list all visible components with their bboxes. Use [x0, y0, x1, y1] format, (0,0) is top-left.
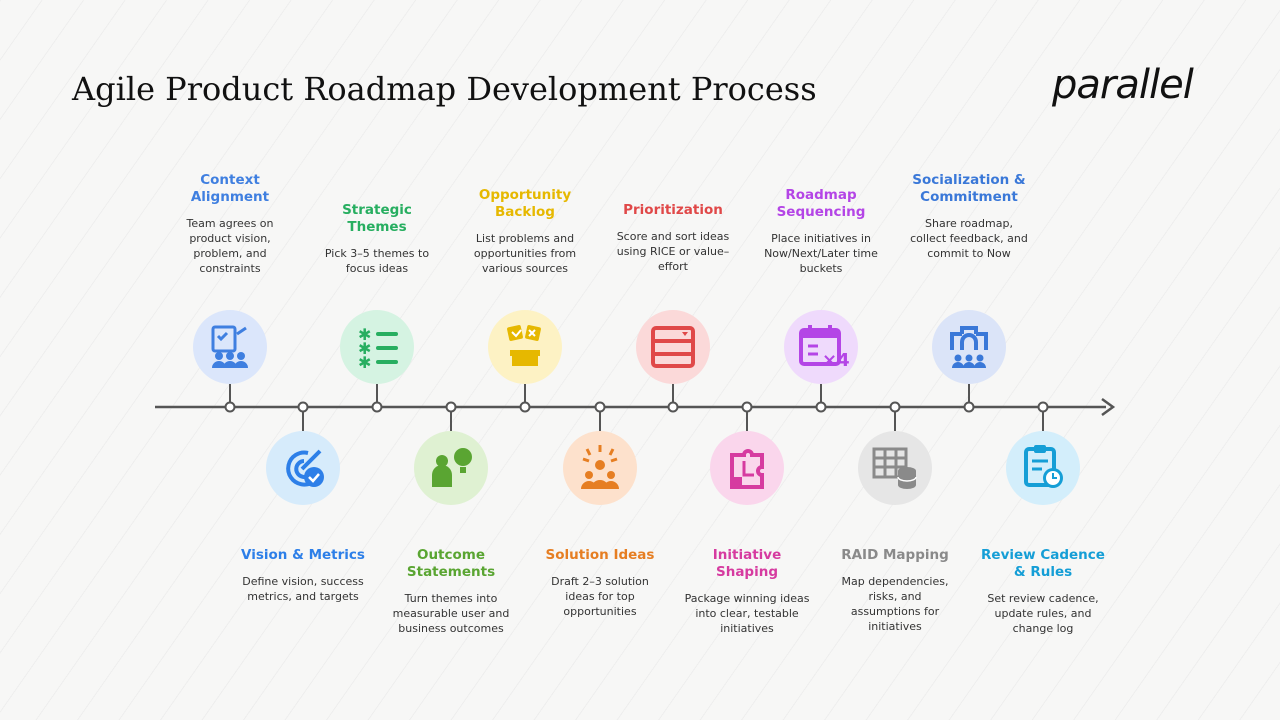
step-description: Set review cadence, update rules, and ch… [987, 592, 1099, 635]
checklist-team-icon [193, 310, 267, 384]
brand-logo: parallel [1052, 62, 1194, 108]
timeline-node [1037, 401, 1049, 413]
step-title: Review Cadence & Rules [981, 547, 1105, 580]
step-description: Draft 2–3 solution ideas for top opportu… [551, 575, 649, 618]
target-check-icon [266, 431, 340, 505]
clipboard-clock-icon [1006, 431, 1080, 505]
step-title: Strategic Themes [342, 202, 412, 235]
step-title: Opportunity Backlog [478, 187, 572, 220]
svg-text:✱: ✱ [358, 353, 371, 372]
server-stack-icon [636, 310, 710, 384]
step-title: Context Alignment [190, 172, 270, 205]
step-description: Team agrees on product vision, problem, … [186, 217, 274, 275]
step-title: Socialization & Commitment [912, 172, 1026, 205]
brainstorm-team-icon [563, 431, 637, 505]
step-description: Share roadmap, collect feedback, and com… [910, 217, 1028, 260]
svg-text:✱: ✱ [358, 339, 371, 358]
step-description: Package winning ideas into clear, testab… [684, 592, 810, 635]
step-title: RAID Mapping [841, 547, 949, 563]
step-description: Score and sort ideas using RICE or value… [616, 230, 730, 273]
timeline-node [297, 401, 309, 413]
timeline-node [889, 401, 901, 413]
step-title: Roadmap Sequencing [776, 187, 866, 220]
step-description: Map dependencies, risks, and assumptions… [841, 575, 949, 633]
timeline-node [224, 401, 236, 413]
timeline-node [963, 401, 975, 413]
step-title: Initiative Shaping [712, 547, 782, 580]
svg-text:✱: ✱ [358, 325, 371, 344]
step-description: Pick 3–5 themes to focus ideas [324, 247, 430, 275]
puzzle-piece-icon [710, 431, 784, 505]
timeline-node [815, 401, 827, 413]
timeline-node [519, 401, 531, 413]
svg-text:×4: ×4 [822, 350, 850, 371]
timeline-node [371, 401, 383, 413]
page-title: Agile Product Roadmap Development Proces… [72, 70, 817, 108]
list-asterisk-icon: ✱✱✱ [340, 310, 414, 384]
step-description: List problems and opportunities from var… [473, 232, 577, 275]
person-idea-icon [414, 431, 488, 505]
step-title: Outcome Statements [406, 547, 496, 580]
timeline-node [445, 401, 457, 413]
timeline-node [667, 401, 679, 413]
backlog-box-icon [488, 310, 562, 384]
step-title: Prioritization [623, 202, 723, 218]
step-description: Define vision, success metrics, and targ… [242, 575, 364, 603]
calendar-sequence-icon: ×4 [784, 310, 858, 384]
timeline-node [741, 401, 753, 413]
timeline-arrow-icon [1101, 397, 1116, 417]
step-title: Vision & Metrics [241, 547, 365, 563]
timeline-node [594, 401, 606, 413]
table-database-icon [858, 431, 932, 505]
step-title: Solution Ideas [545, 547, 655, 563]
step-description: Place initiatives in Now/Next/Later time… [764, 232, 878, 275]
team-arch-icon [932, 310, 1006, 384]
step-description: Turn themes into measurable user and bus… [392, 592, 510, 635]
